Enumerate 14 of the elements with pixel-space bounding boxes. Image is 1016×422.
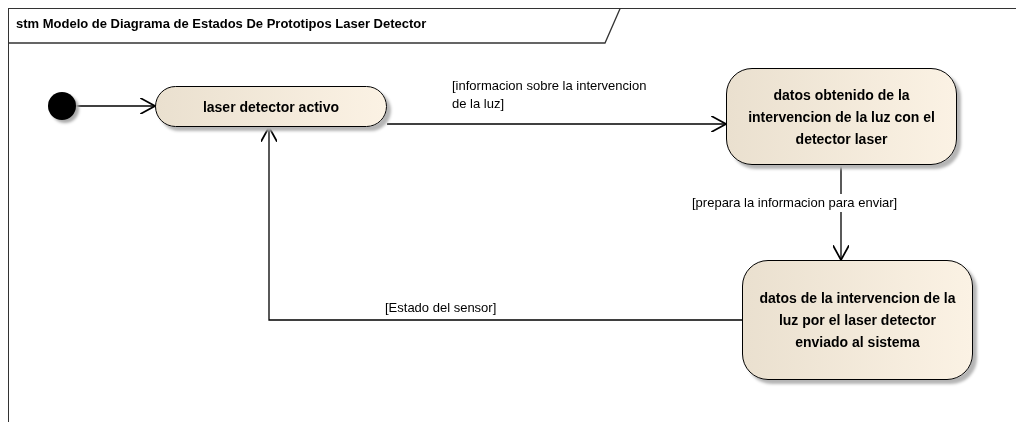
diagram-title: stm Modelo de Diagrama de Estados De Prototipos Laser Detector xyxy=(16,16,427,31)
state-name: datos obtenido de la intervencion de la luz con el detector laser xyxy=(747,85,936,149)
edge-label: [Estado del sensor] xyxy=(384,299,498,317)
transition-arrow xyxy=(260,126,743,321)
state-box xyxy=(726,68,957,165)
state-box xyxy=(155,86,387,127)
transition-arrow xyxy=(75,97,156,115)
initial-state-dot xyxy=(48,92,76,120)
state-name: datos de la intervencion de la luz por el laser detector enviado al sistema xyxy=(758,289,957,352)
state-box xyxy=(742,260,973,380)
transition-arrow xyxy=(386,115,727,133)
edge-label: [prepara la informacion para enviar] xyxy=(690,194,900,212)
edge-label: [informacion sobre la intervencion de la luz] xyxy=(451,77,648,113)
state-name: laser detector activo xyxy=(202,97,340,117)
